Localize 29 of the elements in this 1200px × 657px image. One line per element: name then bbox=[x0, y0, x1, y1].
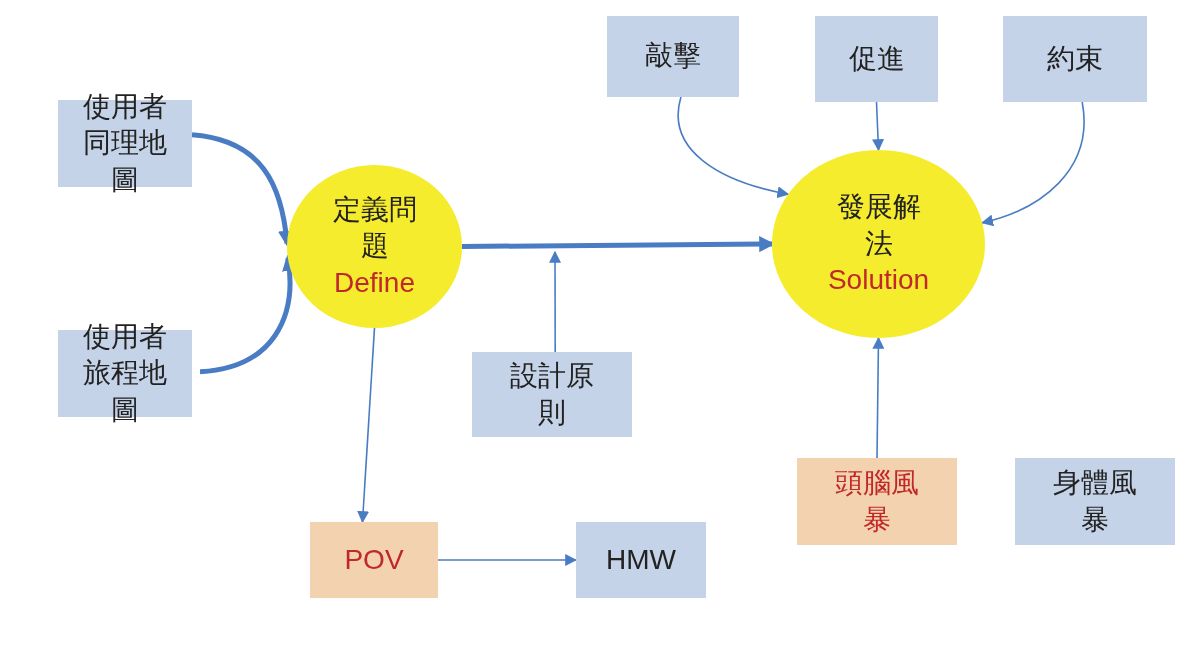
node-label: 定義問題 bbox=[332, 192, 417, 264]
node-label: 促進 bbox=[847, 41, 906, 76]
node-label: 使用者旅程地圖 bbox=[82, 319, 168, 427]
node-label: 身體風暴 bbox=[1052, 466, 1138, 537]
english-label: Define bbox=[333, 265, 416, 300]
arrow bbox=[357, 327, 376, 524]
node-label: 敲擊 bbox=[644, 39, 702, 74]
process-box bbox=[797, 458, 957, 545]
process-box bbox=[815, 16, 938, 102]
arrow bbox=[981, 101, 1085, 226]
process-box bbox=[1015, 458, 1175, 545]
node-label: POV bbox=[343, 542, 405, 577]
process-box bbox=[310, 522, 438, 598]
process-box bbox=[472, 352, 632, 437]
node-label: 發展解法 bbox=[836, 190, 921, 261]
english-label: Solution bbox=[826, 263, 931, 298]
arrow bbox=[437, 554, 578, 566]
node-label: 設計原則 bbox=[509, 359, 595, 430]
process-box bbox=[607, 16, 739, 97]
node-label: 使用者同理地圖 bbox=[82, 89, 168, 197]
arrow bbox=[549, 250, 561, 353]
node-label: 約束 bbox=[1046, 41, 1104, 76]
process-box bbox=[576, 522, 706, 598]
process-box bbox=[1003, 16, 1147, 102]
node-label: HMW bbox=[605, 542, 677, 577]
arrow bbox=[872, 336, 885, 459]
node-label: 頭腦風暴 bbox=[834, 466, 920, 537]
arrow bbox=[677, 96, 790, 198]
arrow bbox=[872, 101, 885, 152]
